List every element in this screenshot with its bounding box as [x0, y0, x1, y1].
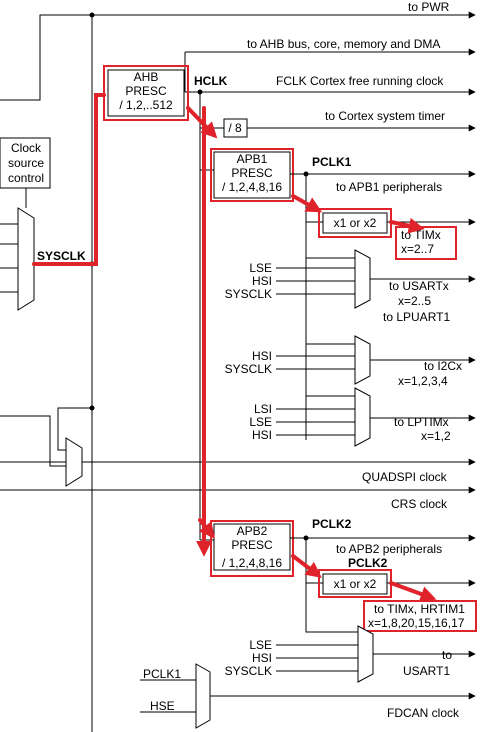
timx1-label: to TIMx: [401, 228, 441, 242]
fdcan-hse-label: HSE: [150, 699, 175, 713]
div8-block: [223, 118, 248, 138]
timx1-highlight: [395, 226, 457, 260]
ahb-presc-line2: PRESC: [125, 84, 167, 98]
clock-source-line1: Clock: [11, 141, 42, 155]
quadspi-mux: [65, 437, 83, 487]
usart1-to-label: to: [442, 648, 452, 662]
hclk-label: HCLK: [194, 74, 228, 88]
sysclk-label: SYSCLK: [37, 249, 86, 263]
usart-idx: x=2..5: [398, 294, 431, 308]
apb2-presc-block: [213, 523, 291, 571]
timx2-idx: x=1,8,20,15,16,17: [368, 616, 465, 630]
ahb-bus-label: to AHB bus, core, memory and DMA: [247, 37, 440, 51]
fdcan-label: FDCAN clock: [387, 706, 460, 720]
apb2-mult-label: x1 or x2: [334, 577, 377, 591]
lptim-idx: x=1,2: [421, 429, 451, 443]
crs-label: CRS clock: [391, 497, 448, 511]
lptim-lsi-label: LSI: [254, 402, 272, 416]
ahb-presc-block: [107, 69, 185, 117]
apb1-presc-line1: APB1: [237, 152, 268, 166]
highlight-mult1-to-tim: [389, 217, 425, 234]
highlight-mult2-to-tim: [389, 581, 437, 602]
pwr-wire: [0, 11, 476, 101]
i2c-sysclk-label: SYSCLK: [225, 362, 272, 376]
usart-lse-label: LSE: [249, 261, 272, 275]
div8-label: / 8: [228, 121, 242, 135]
apb1-presc-line3: / 1,2,4,8,16: [222, 180, 282, 194]
apb1-presc-highlight: [210, 148, 294, 202]
apb1-mult-block: [322, 212, 388, 234]
usart-sysclk-label: SYSCLK: [225, 287, 272, 301]
sysclk-mux-inputs: [0, 223, 18, 293]
apb1-periph-label: to APB1 peripherals: [336, 180, 442, 194]
apb2-presc-line3: / 1,2,4,8,16: [222, 556, 282, 570]
i2c-label: to I2Cx: [424, 359, 462, 373]
apb2-presc-line2: PRESC: [231, 538, 273, 552]
i2c-idx: x=1,2,3,4: [398, 374, 448, 388]
fclk-label: FCLK Cortex free running clock: [276, 74, 444, 88]
usart1-label: USART1: [403, 664, 450, 678]
lptim-lse-label: LSE: [249, 415, 272, 429]
apb1-presc-block: [213, 151, 291, 199]
usart-label: to USARTx: [389, 279, 449, 293]
ahb-presc-line3: / 1,2,..512: [119, 98, 173, 112]
pclk2-b-label: PCLK2: [348, 556, 388, 570]
clock-source-line3: control: [8, 171, 44, 185]
pclk2-label: PCLK2: [312, 517, 352, 531]
clock-source-control-block: [0, 137, 51, 189]
highlight-to-apb2: [198, 518, 215, 539]
usart1-sysclk-label: SYSCLK: [225, 664, 272, 678]
i2c-mux: [354, 335, 371, 385]
fdcan-mux: [195, 663, 211, 729]
quadspi-label: QUADSPI clock: [362, 470, 448, 484]
fdcan-pclk1-label: PCLK1: [143, 667, 181, 681]
quadspi-in-a: [0, 415, 66, 467]
lptim-hsi-label: HSI: [252, 428, 272, 442]
systick-label: to Cortex system timer: [325, 109, 445, 123]
highlight-ahb-to-apb1: [186, 106, 218, 139]
usart1-lse-label: LSE: [249, 638, 272, 652]
sysclk-mux: [17, 207, 35, 311]
pclk1-label: PCLK1: [312, 155, 352, 169]
apb2-presc-line1: APB2: [237, 524, 268, 538]
usart-mux: [354, 249, 371, 309]
usart1-hsi-label: HSI: [252, 651, 272, 665]
ahb-presc-line1: AHB: [134, 70, 159, 84]
highlight-apb2-to-mult: [291, 554, 322, 578]
highlight-apb1-to-mult: [291, 194, 323, 213]
highlight-sysclk-path: [32, 93, 106, 266]
bus-node-top: [89, 12, 95, 18]
lptim-mux: [354, 387, 371, 447]
lptim-label: to LPTIMx: [394, 415, 449, 429]
i2c-hsi-label: HSI: [252, 349, 272, 363]
apb1-mult-label: x1 or x2: [334, 216, 377, 230]
timx2-label: to TIMx, HRTIM1: [374, 602, 465, 616]
usart1-mux: [357, 625, 374, 683]
timx1-idx: x=2..7: [401, 242, 434, 256]
apb2-periph-label: to APB2 peripherals: [336, 542, 442, 556]
usart-hsi-label: HSI: [252, 274, 272, 288]
lpuart-label: to LPUART1: [383, 310, 450, 324]
clock-source-line2: source: [8, 156, 44, 170]
apb2-mult-block: [322, 573, 388, 595]
apb1-presc-line2: PRESC: [231, 166, 273, 180]
quadspi-in-b: [57, 407, 92, 451]
pwr-label: to PWR: [408, 0, 450, 14]
